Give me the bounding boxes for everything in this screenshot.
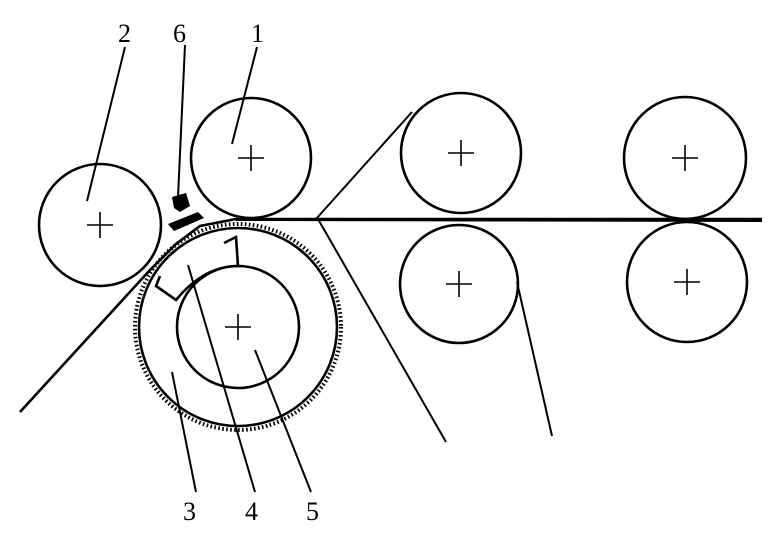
web-lower-exit <box>516 281 553 437</box>
drum-texture <box>133 222 343 432</box>
web-wedge-bottom <box>317 218 447 443</box>
labels: 1 2 6 3 4 5 <box>118 19 319 526</box>
label-5: 5 <box>306 497 319 526</box>
nozzle-head <box>172 193 190 212</box>
label-6: 6 <box>173 19 186 48</box>
vacuum-box-4 <box>154 234 240 302</box>
roller-pair-middle <box>398 91 523 345</box>
leader-2 <box>86 46 126 202</box>
casting-drum-3 <box>133 222 343 432</box>
roller-2 <box>37 162 163 288</box>
web-main <box>19 217 762 413</box>
label-3: 3 <box>183 497 196 526</box>
leader-6 <box>177 44 186 198</box>
leader-3 <box>171 371 197 493</box>
label-1: 1 <box>251 19 264 48</box>
nozzle-base <box>168 212 204 231</box>
leader-5 <box>254 349 312 493</box>
label-4: 4 <box>245 497 258 526</box>
leader-lines <box>86 44 312 493</box>
leader-1 <box>231 46 258 145</box>
label-2: 2 <box>118 19 131 48</box>
roller-1 <box>189 96 313 220</box>
web-wedge-top <box>315 111 413 220</box>
leader-4 <box>187 264 256 493</box>
roller-pair-right <box>622 95 749 344</box>
web-lower-edge <box>235 219 763 222</box>
nozzle-6 <box>168 193 204 231</box>
inner-roll-5 <box>175 264 301 390</box>
